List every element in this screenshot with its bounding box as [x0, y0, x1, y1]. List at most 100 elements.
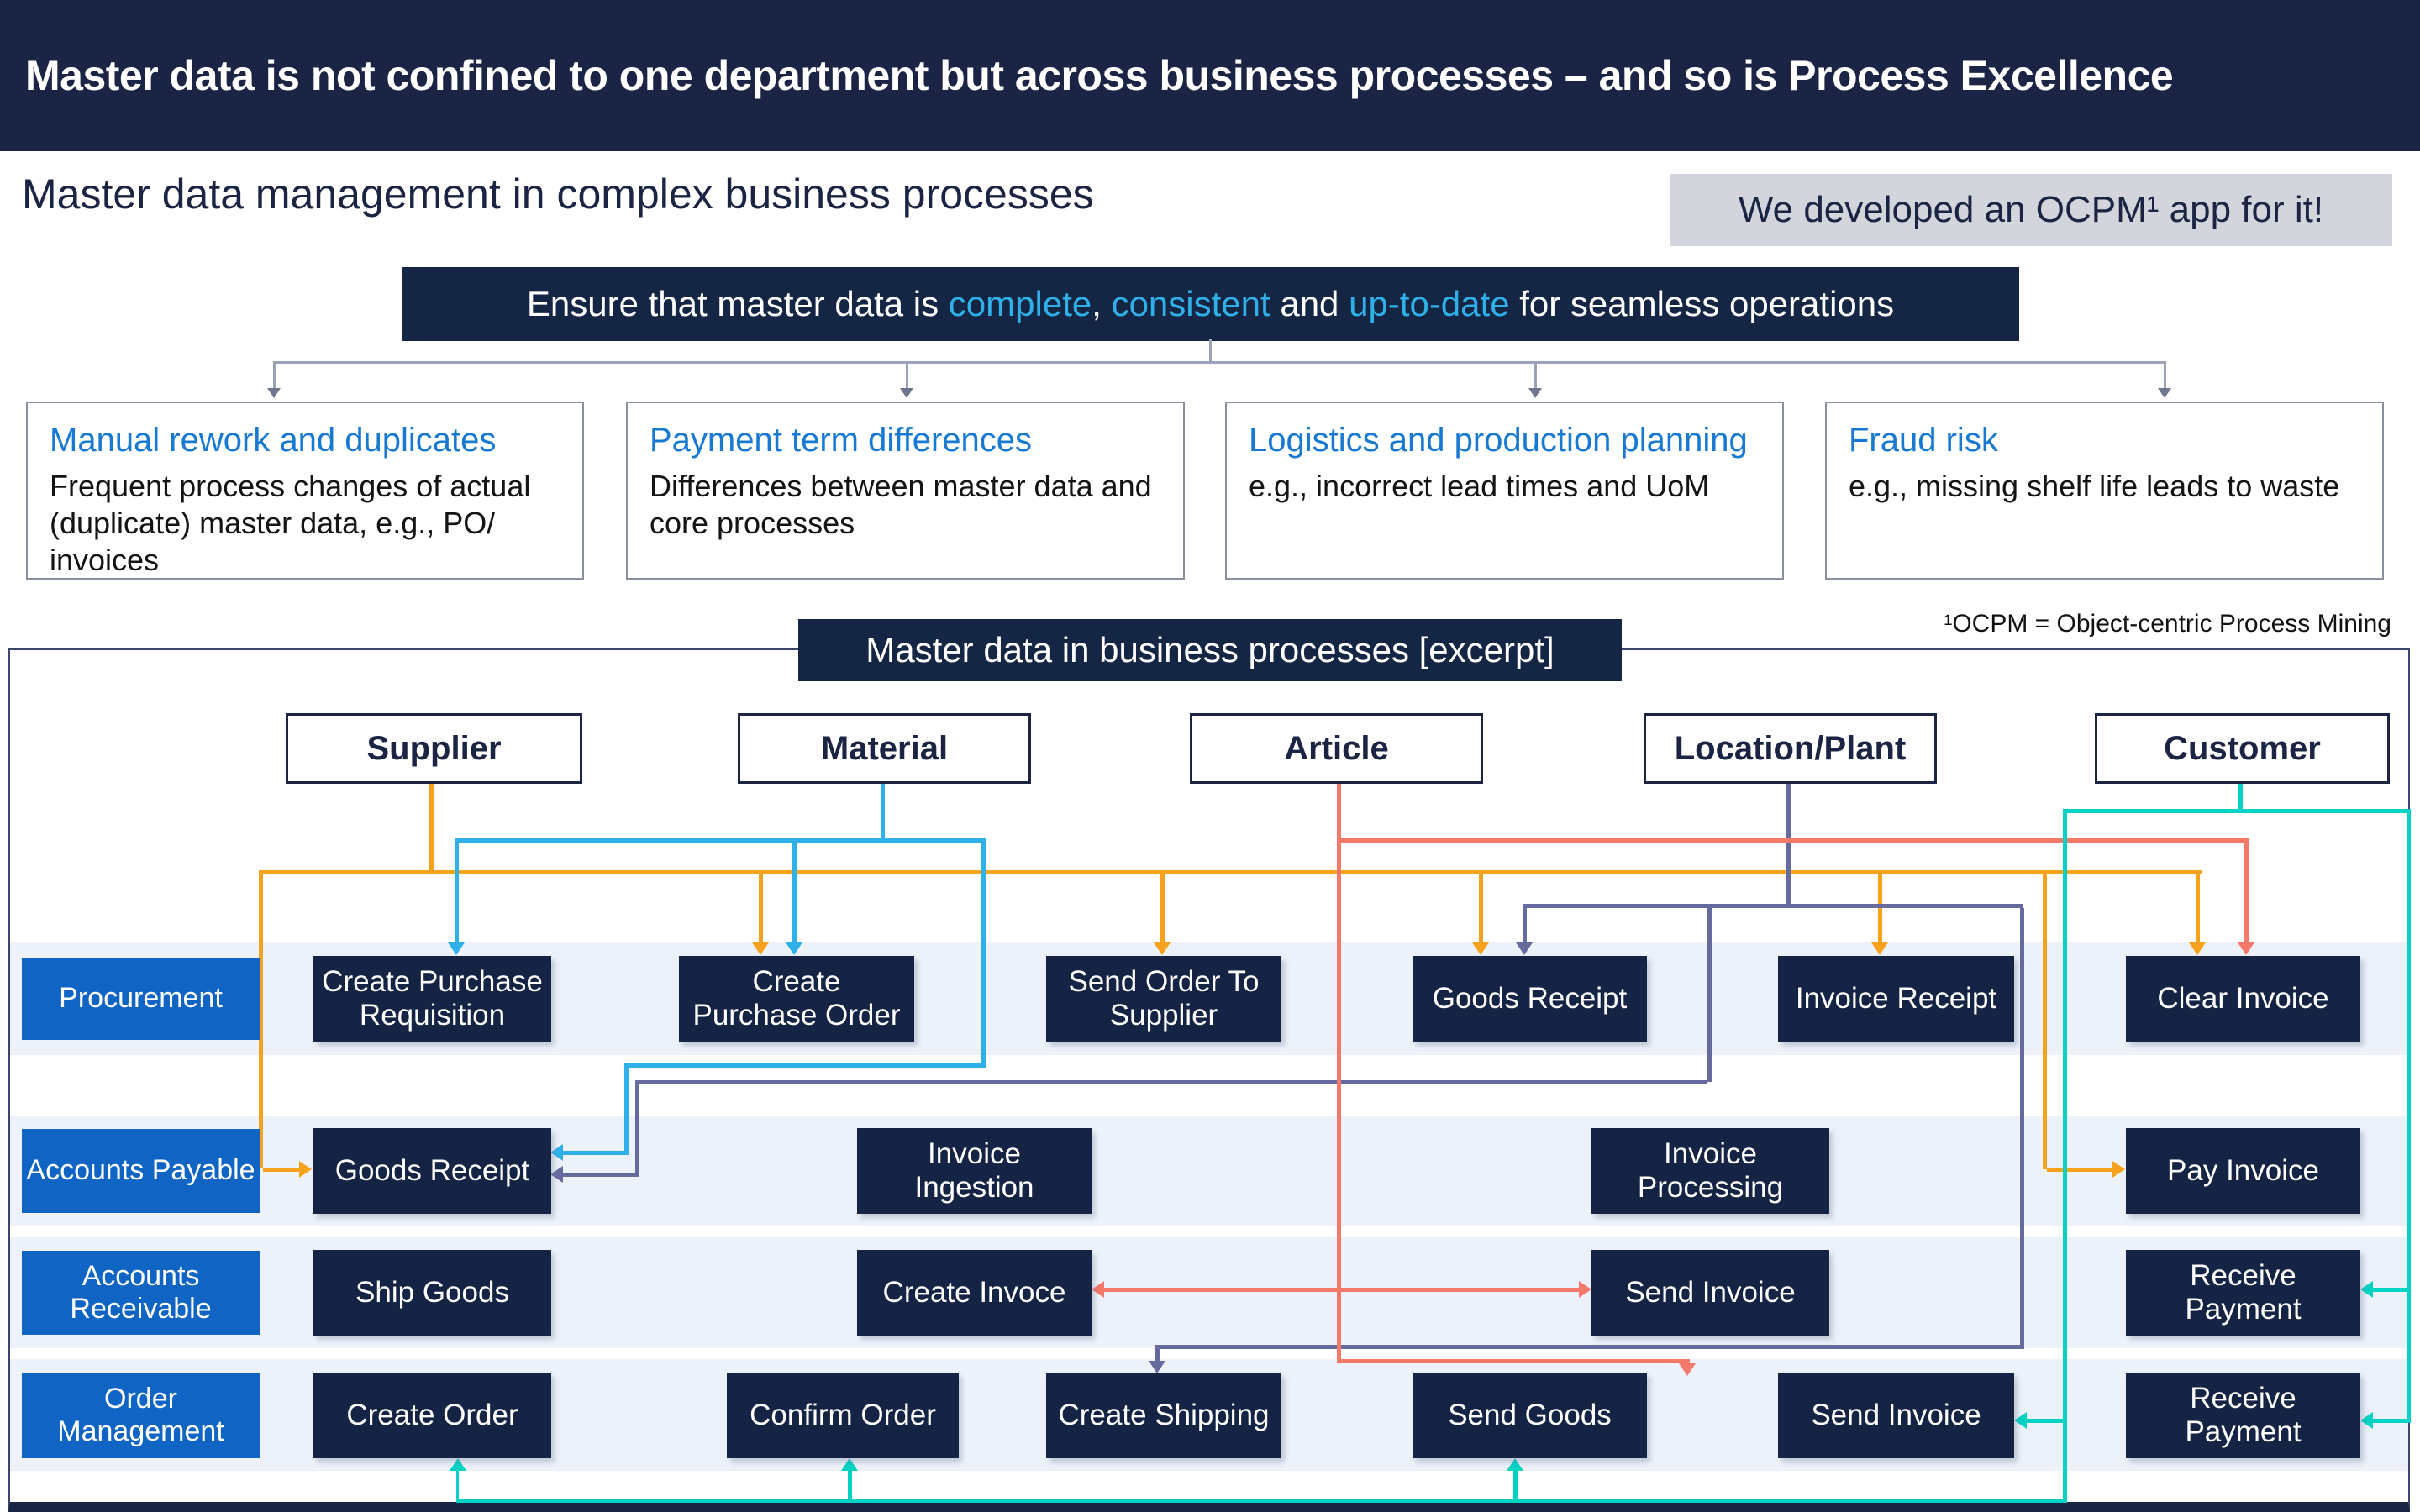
process-box: Ship Goods [313, 1250, 551, 1336]
row-label-accounts-receivable: Accounts Receivable [22, 1251, 260, 1335]
tree-drop [2164, 361, 2166, 388]
banner-highlight-consistent: consistent [1111, 284, 1270, 323]
card-title: Payment term differences [650, 422, 1033, 459]
process-box: Create Order [313, 1373, 551, 1458]
connector-cyan [624, 1068, 629, 1152]
footnote: ¹OCPM = Object-centric Process Mining [1944, 610, 2391, 638]
arrow-up-icon [1507, 1458, 1523, 1471]
connector-orange [2047, 1168, 2114, 1172]
connector-salmon [1337, 1359, 1690, 1363]
connector-purple [635, 1080, 1707, 1084]
arrow-down-icon [2189, 942, 2206, 955]
connector-salmon [2244, 843, 2249, 942]
row-label-order-management: Order Management [22, 1373, 260, 1458]
row-label-procurement: Procurement [22, 958, 260, 1040]
process-box: Goods Receipt [1413, 956, 1647, 1042]
connector-salmon [1104, 1288, 1341, 1292]
connector-cyan [881, 784, 885, 840]
banner-text: Ensure that master data is [526, 284, 949, 323]
connector-orange [259, 874, 263, 1168]
arrow-down-icon [1154, 942, 1171, 955]
card-body: Frequent process changes of actual (dupl… [50, 469, 531, 577]
arrow-left-icon [550, 1166, 563, 1183]
process-box: Create Purchase Requisition [313, 956, 551, 1042]
connector-orange [1479, 874, 1483, 942]
connector-cyan [981, 843, 986, 1065]
connector-orange [2043, 874, 2047, 1169]
connector-teal [456, 1471, 459, 1499]
diagram-title-banner: Master data in business processes [excer… [798, 619, 1622, 681]
tree-stem [1209, 339, 1212, 361]
row-label-accounts-payable: Accounts Payable [22, 1129, 260, 1213]
connector-orange [2196, 874, 2200, 942]
arrow-down-icon [1528, 388, 1542, 398]
tree-drop [906, 361, 908, 388]
connector-cyan [792, 843, 797, 942]
process-box: Confirm Order [727, 1373, 959, 1458]
arrow-down-icon [1149, 1361, 1165, 1373]
process-box: Send Invoice [1778, 1373, 2014, 1458]
connector-cyan [563, 1151, 629, 1155]
arrow-left-icon [550, 1144, 563, 1161]
arrow-down-icon [1679, 1363, 1696, 1376]
banner-highlight-uptodate: up-to-date [1349, 284, 1510, 323]
banner-highlight-complete: complete [948, 284, 1092, 323]
tree-drop [1534, 361, 1537, 388]
connector-teal [2407, 809, 2411, 1423]
ocpm-note-text: We developed an OCPM¹ app for it! [1738, 189, 2324, 230]
process-box: Goods Receipt [313, 1128, 551, 1214]
process-box: Send Invoice [1591, 1250, 1829, 1336]
connector-purple [1523, 908, 1527, 942]
connector-purple [1155, 1349, 1160, 1361]
card-logistics: Logistics and production planning e.g., … [1225, 402, 1784, 580]
process-box: Invoice Processing [1591, 1128, 1829, 1214]
process-box: Receive Payment [2126, 1250, 2360, 1336]
title-bar: Master data is not confined to one depar… [0, 0, 2420, 151]
connector-purple [2020, 908, 2024, 1347]
arrow-down-icon [448, 942, 465, 955]
arrow-down-icon [1472, 942, 1489, 955]
card-body: e.g., incorrect lead times and UoM [1249, 469, 1710, 503]
connector-teal [456, 1499, 2067, 1503]
connector-teal [2063, 809, 2067, 1503]
ocpm-note-box: We developed an OCPM¹ app for it! [1670, 174, 2392, 246]
process-box: Pay Invoice [2126, 1128, 2360, 1214]
connector-purple [635, 1084, 639, 1174]
process-box: Create Shipping [1046, 1373, 1281, 1458]
connector-teal [2063, 809, 2411, 813]
arrow-down-icon [900, 388, 913, 398]
connector-orange [1160, 874, 1165, 942]
arrow-down-icon [1516, 942, 1533, 955]
process-box: Clear Invoice [2126, 956, 2360, 1042]
arrow-up-icon [841, 1458, 858, 1471]
card-body: Differences between master data and core… [650, 469, 1152, 540]
key-message-banner: Ensure that master data is complete, con… [402, 267, 2019, 341]
connector-orange [263, 1168, 301, 1172]
arrow-right-icon [1579, 1281, 1591, 1298]
connector-purple [1155, 1345, 2024, 1349]
card-title: Logistics and production planning [1249, 422, 1748, 459]
arrow-down-icon [2238, 942, 2254, 955]
connector-orange [759, 874, 763, 942]
connector-teal [1513, 1471, 1518, 1499]
arrow-right-icon [299, 1161, 312, 1178]
entity-supplier: Supplier [286, 713, 582, 784]
arrow-left-icon [2360, 1412, 2373, 1429]
entity-material: Material [738, 713, 1031, 784]
process-box: Invoice Ingestion [857, 1128, 1092, 1214]
banner-sep: , [1092, 284, 1112, 323]
connector-cyan [624, 1063, 986, 1068]
connector-teal [848, 1471, 852, 1499]
card-body: e.g., missing shelf life leads to waste [1849, 469, 2340, 503]
connector-purple [1523, 904, 2023, 908]
arrow-left-icon [1092, 1281, 1104, 1298]
process-box: Create Invoce [857, 1250, 1092, 1336]
banner-sep: and [1270, 284, 1349, 323]
connector-salmon [1337, 784, 1341, 1363]
connector-teal [2373, 1419, 2411, 1423]
connector-cyan [455, 843, 459, 942]
arrow-down-icon [2158, 388, 2171, 398]
tree-bar [273, 361, 2166, 364]
connector-cyan [455, 838, 986, 843]
